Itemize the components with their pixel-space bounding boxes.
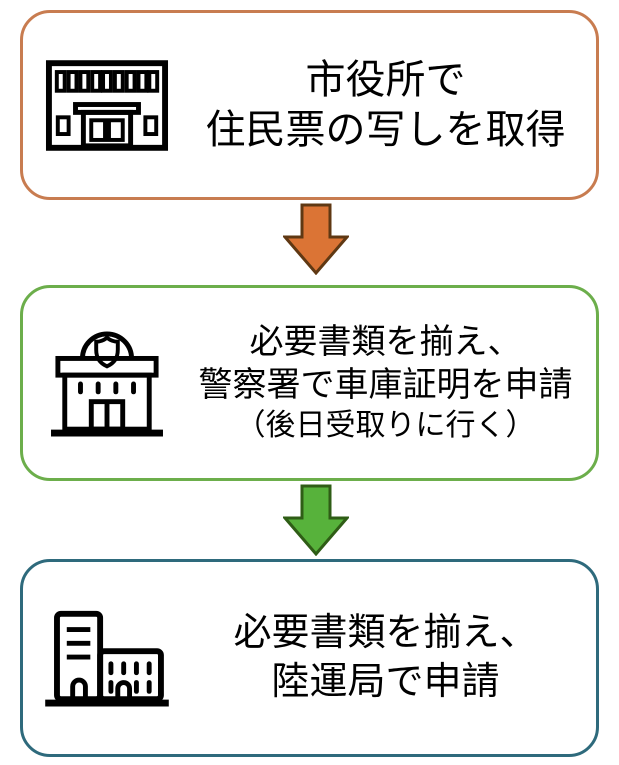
down-arrow-2-shape bbox=[283, 484, 349, 556]
down-arrow-2 bbox=[283, 484, 349, 556]
step-city-hall: 市役所で 住民票の写しを取得 bbox=[20, 10, 599, 200]
step-text-line: 必要書類を揃え、 bbox=[249, 323, 522, 361]
step-text-line: 必要書類を揃え、 bbox=[233, 611, 538, 654]
step-text-line: 陸運局で申請 bbox=[271, 661, 500, 703]
office-buildings-icon bbox=[23, 607, 191, 709]
step-text-line: 市役所で bbox=[305, 58, 466, 102]
step-land-transport-bureau: 必要書類を揃え、 陸運局で申請 bbox=[20, 559, 599, 757]
step-police-station-text: 必要書類を揃え、 警察署で車庫証明を申請 （後日受取りに行く） bbox=[191, 321, 596, 445]
step-land-transport-bureau-text: 必要書類を揃え、 陸運局で申請 bbox=[191, 609, 596, 708]
step-note-line: （後日受取りに行く） bbox=[235, 409, 536, 442]
down-arrow-1 bbox=[283, 203, 349, 275]
city-hall-icon bbox=[23, 59, 191, 152]
step-police-station: 必要書類を揃え、 警察署で車庫証明を申請 （後日受取りに行く） bbox=[20, 285, 599, 481]
step-text-line: 警察署で車庫証明を申請 bbox=[198, 365, 573, 404]
down-arrow-1-shape bbox=[283, 203, 349, 275]
step-city-hall-text: 市役所で 住民票の写しを取得 bbox=[191, 55, 596, 155]
step-text-line: 住民票の写しを取得 bbox=[205, 108, 566, 152]
police-station-icon bbox=[23, 328, 191, 438]
